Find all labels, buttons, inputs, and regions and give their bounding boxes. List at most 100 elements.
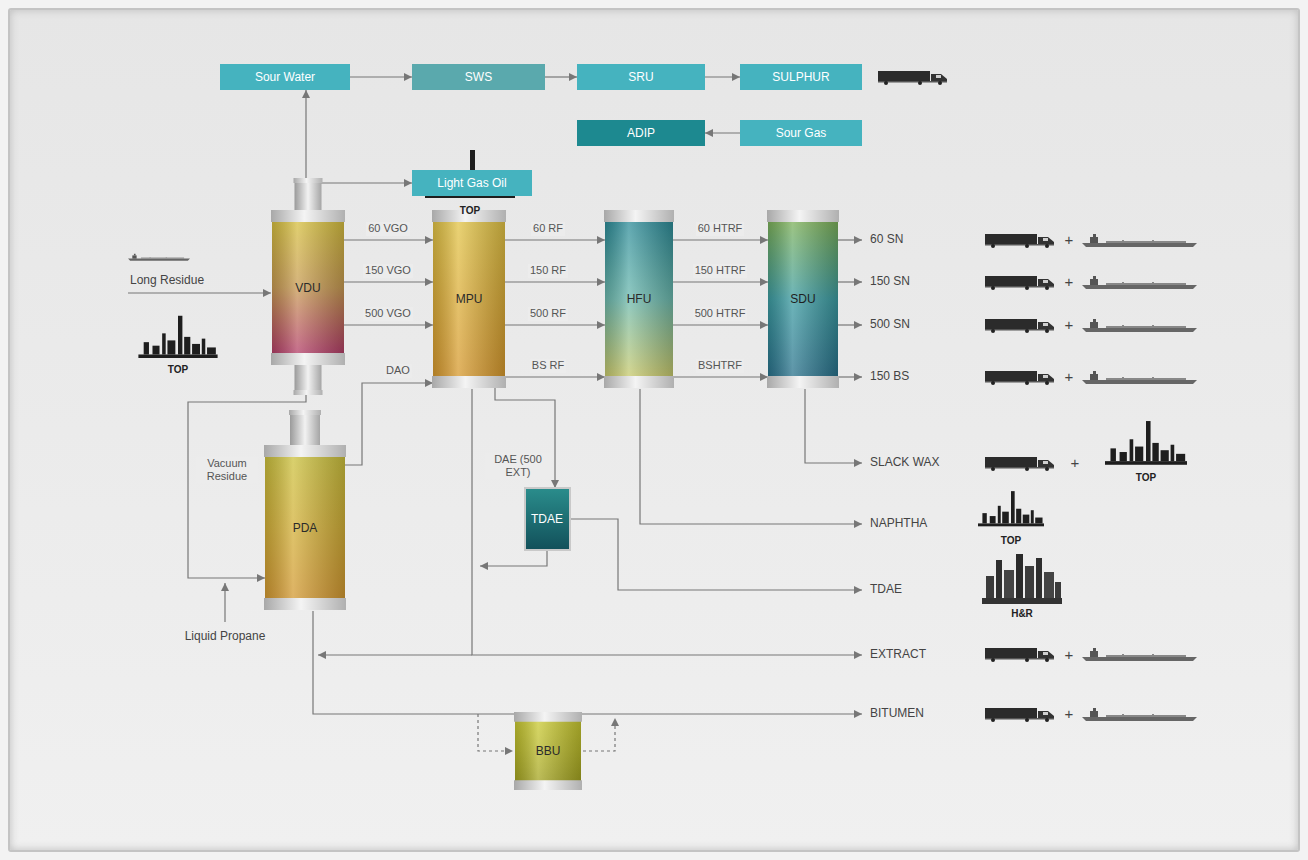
stream-label: 500 HTRF xyxy=(693,307,748,320)
product-label: + xyxy=(1065,316,1074,333)
truck-icon xyxy=(985,708,1054,722)
process-box: Sour Water xyxy=(220,64,350,90)
pipe xyxy=(290,410,320,445)
process-vessel: SDU xyxy=(768,210,838,388)
extract-arrow xyxy=(318,654,472,655)
process-box: SRU xyxy=(577,64,705,90)
feed-arrow xyxy=(128,292,271,293)
flow-connector xyxy=(505,376,605,377)
process-vessel: VDU xyxy=(272,178,344,395)
flow-connector xyxy=(344,281,433,282)
flow-connector xyxy=(673,324,768,325)
bypass-arrow xyxy=(583,718,615,751)
product-label: 150 BS xyxy=(870,370,909,384)
box-fill xyxy=(220,64,350,90)
vessel-body xyxy=(768,210,838,388)
product-arrow xyxy=(838,324,862,325)
product-label: + xyxy=(1071,454,1080,471)
flow-connector xyxy=(350,76,412,77)
truck-icon xyxy=(985,276,1054,290)
vessel-body xyxy=(433,210,505,388)
product-label: 500 SN xyxy=(870,318,910,332)
flow-connector xyxy=(505,324,605,325)
stream-label: BSHTRF xyxy=(696,359,744,372)
flow-connector xyxy=(505,281,605,282)
vessel-rim xyxy=(271,210,345,222)
process-box: ADIP xyxy=(577,120,705,146)
vessel-body xyxy=(272,210,344,365)
product-label: BITUMEN xyxy=(870,707,924,721)
vessel-body xyxy=(515,712,581,790)
flow-connector xyxy=(305,90,306,178)
box-fill xyxy=(525,488,570,550)
plant-icon xyxy=(978,491,1044,526)
ship-icon xyxy=(1082,371,1197,384)
product-label: + xyxy=(1065,705,1074,722)
vessel-rim xyxy=(604,376,674,388)
stream-label: Vacuum Residue xyxy=(196,457,258,483)
vessel-rim xyxy=(604,210,674,222)
vessel-rim xyxy=(767,210,839,222)
process-vessel: HFU xyxy=(605,210,673,388)
product-arrow xyxy=(838,376,862,377)
icons xyxy=(128,71,1197,722)
unit-label: SWS xyxy=(465,70,492,84)
ship-icon xyxy=(1082,276,1197,289)
stream-label: 60 VGO xyxy=(366,222,410,235)
truck-icon xyxy=(878,71,947,85)
vessel-rim xyxy=(514,780,582,790)
flow-connector xyxy=(321,182,412,183)
process-vessel: MPU xyxy=(433,210,505,388)
unit-label: PDA xyxy=(293,521,318,535)
process-box: SULPHUR xyxy=(740,64,862,90)
stream-label: 500 RF xyxy=(528,307,568,320)
product-arrow xyxy=(838,239,862,240)
ship-icon xyxy=(128,254,190,261)
box-fill xyxy=(740,120,862,146)
vessel-shading xyxy=(768,210,838,388)
vessel-shading xyxy=(265,445,345,610)
process-vessel: BBU xyxy=(515,712,581,790)
flow-connector xyxy=(505,239,605,240)
process-box: Light Gas Oil xyxy=(412,170,532,196)
product-label: Liquid Propane xyxy=(185,630,266,644)
product-label: EXTRACT xyxy=(870,648,926,662)
supplier-label: TOP xyxy=(1001,535,1021,547)
pipe xyxy=(295,365,322,395)
unit-label: MPU xyxy=(456,292,483,306)
box-fill xyxy=(577,64,705,90)
stream-label: 500 VGO xyxy=(363,307,413,320)
truck-icon xyxy=(985,371,1054,385)
unit-label: TDAE xyxy=(531,512,563,526)
product-label: 60 SN xyxy=(870,233,903,247)
flow-connector xyxy=(344,239,433,240)
stream-label: 60 RF xyxy=(531,222,565,235)
product-label: + xyxy=(1065,368,1074,385)
product-label: Long Residue xyxy=(130,274,204,288)
plant-icon xyxy=(982,554,1062,604)
pipe xyxy=(295,178,322,210)
box-fill xyxy=(412,64,545,90)
vessel-rim xyxy=(514,712,582,722)
vessel-rim xyxy=(767,376,839,388)
vessel-shading xyxy=(272,210,344,365)
flow-connector xyxy=(705,132,740,133)
product-label: TDAE xyxy=(870,583,902,597)
vessel-rim xyxy=(432,376,506,388)
ship-icon xyxy=(1082,234,1197,247)
flow-connector xyxy=(673,281,768,282)
truck-icon xyxy=(985,648,1054,662)
unit-label: Light Gas Oil xyxy=(437,176,506,190)
plant-icon xyxy=(1105,421,1187,465)
box-fill xyxy=(577,120,705,146)
vessel-body xyxy=(265,445,345,610)
stream-label: BS RF xyxy=(530,359,566,372)
vessel-shading xyxy=(605,210,673,388)
vessel-body xyxy=(605,210,673,388)
unit-label: SRU xyxy=(628,70,653,84)
product-label: + xyxy=(1065,273,1074,290)
vessel-rim xyxy=(264,598,346,610)
unit-label: ADIP xyxy=(627,126,655,140)
product-label: 150 SN xyxy=(870,275,910,289)
